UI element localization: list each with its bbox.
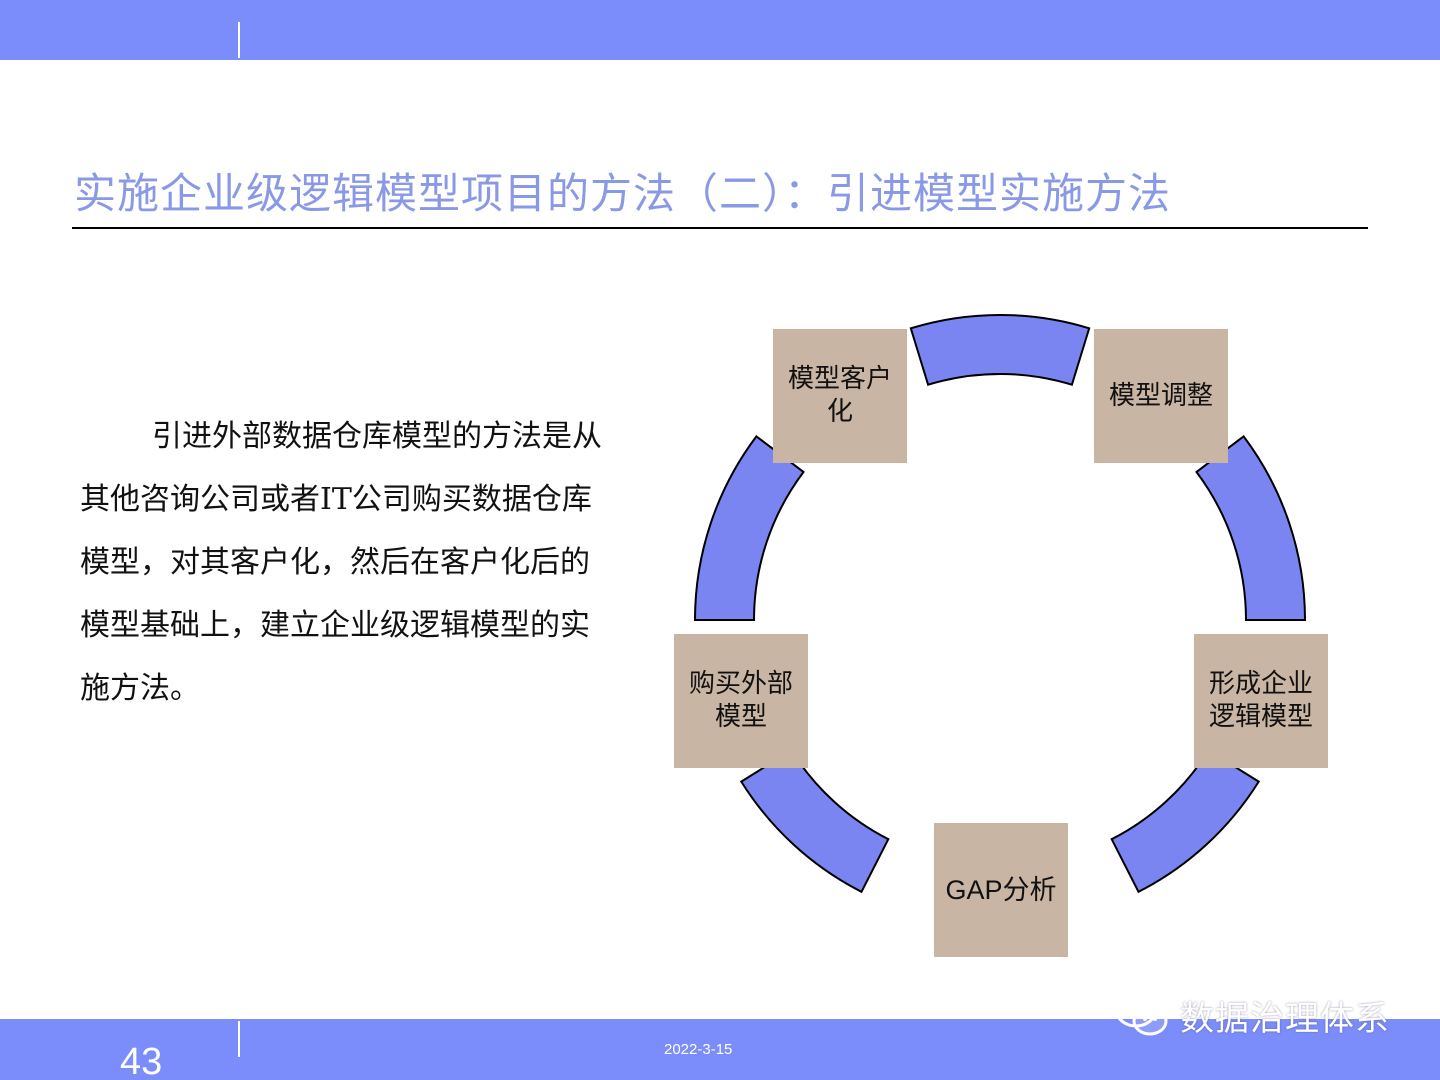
bottom-bar: 43 2022-3-15 xyxy=(0,1019,1440,1080)
stage-label: GAP分析 xyxy=(945,874,1057,905)
watermark: 数据治理体系 xyxy=(1114,990,1390,1040)
stage-box-buy-external: 购买外部模型 xyxy=(674,634,808,768)
top-bar-divider xyxy=(238,22,240,58)
watermark-text: 数据治理体系 xyxy=(1180,998,1390,1039)
body-paragraph: 引进外部数据仓库模型的方法是从其他咨询公司或者IT公司购买数据仓库模型，对其客户… xyxy=(80,419,602,706)
stage-box-customize: 模型客户化 xyxy=(773,329,907,463)
arc-right xyxy=(1195,434,1307,621)
stage-label: 购买外部模型 xyxy=(688,669,793,732)
slide-date: 2022-3-15 xyxy=(664,1041,733,1058)
body-text: 引进外部数据仓库模型的方法是从其他咨询公司或者IT公司购买数据仓库模型，对其客户… xyxy=(80,405,610,720)
arc-bottom-left xyxy=(739,749,890,894)
arc-left xyxy=(693,434,805,621)
cycle-arcs xyxy=(693,314,1307,894)
stage-label: 模型客户化 xyxy=(787,364,892,427)
top-bar xyxy=(0,0,1440,60)
arc-top xyxy=(909,314,1091,386)
bottom-bar-divider xyxy=(238,1021,240,1057)
stage-label: 形成企业逻辑模型 xyxy=(1208,669,1313,732)
wechat-icon xyxy=(1115,994,1168,1036)
arc-bottom-right xyxy=(1110,749,1261,894)
title-underline xyxy=(72,227,1368,229)
stage-box-gap-analysis: GAP分析 xyxy=(934,823,1068,957)
page-number: 43 xyxy=(120,1041,163,1080)
stage-label: 模型调整 xyxy=(1108,380,1213,411)
stage-box-adjust: 模型调整 xyxy=(1094,329,1228,463)
slide-title: 实施企业级逻辑模型项目的方法（二）：引进模型实施方法 xyxy=(74,169,1172,218)
stage-box-enterprise-model: 形成企业逻辑模型 xyxy=(1194,634,1328,768)
